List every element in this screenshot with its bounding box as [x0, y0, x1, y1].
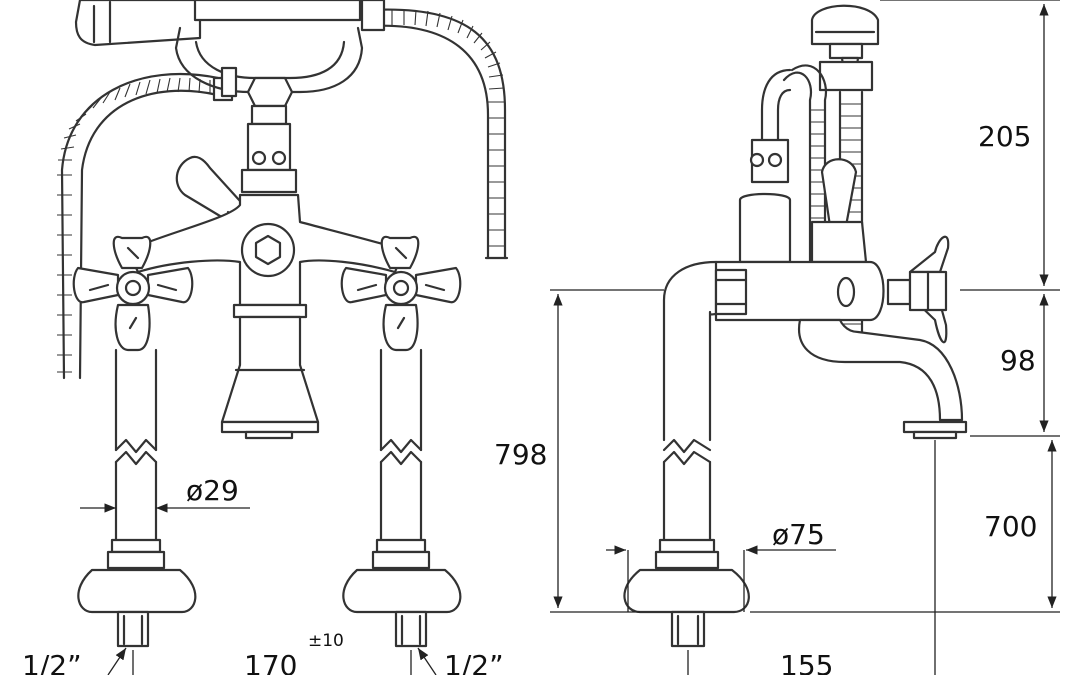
side-body [714, 192, 885, 322]
dim-798-label: 798 [494, 438, 547, 471]
front-leg-left [77, 348, 197, 648]
dim-205-label: 205 [978, 120, 1031, 153]
dim-75-label: ø75 [772, 518, 825, 551]
dim-29-label: ø29 [186, 474, 239, 507]
front-view [57, 0, 509, 675]
front-shower-head [74, 0, 362, 47]
thread-right-label: 1/2” [444, 649, 504, 675]
dim-700-label: 700 [984, 510, 1037, 543]
side-handle [886, 235, 950, 344]
side-leg [623, 260, 750, 648]
front-handle-right [340, 235, 462, 352]
front-hose-right [360, 0, 509, 260]
front-handle-left [72, 235, 194, 352]
dim-170-tolerance-label: ±10 [308, 631, 344, 651]
front-spout [220, 315, 320, 440]
front-dimensions [80, 503, 437, 675]
side-dimensions [550, 0, 1060, 675]
front-stem [240, 76, 298, 194]
side-spout [798, 318, 968, 440]
dim-98-label: 98 [1000, 344, 1036, 377]
dim-155-label: 155 [780, 649, 833, 675]
front-leg-right [342, 348, 462, 648]
dim-170-label: 170 [244, 649, 297, 675]
side-view [550, 0, 1060, 675]
thread-left-label: 1/2” [22, 649, 82, 675]
